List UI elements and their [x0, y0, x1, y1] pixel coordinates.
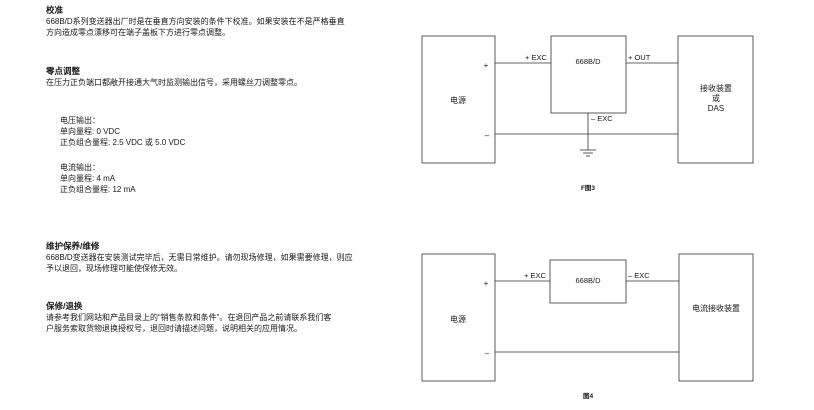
zero-adjust-section: 零点调整 在压力正负端口都敞开接通大气时监测输出信号，采用螺丝刀调整零点。	[46, 66, 302, 88]
fig3-receiver-box	[677, 35, 754, 164]
warranty-line-1: 请参考我们网站和产品目录上的“销售条款和条件”。在退回产品之前请联系我们客	[46, 313, 332, 322]
fig3-device-label: 668B/D	[575, 57, 601, 66]
fig3-plus-label: +	[484, 61, 489, 70]
current-unipolar: 单向量程: 4 mA	[60, 174, 116, 183]
current-output-block: 电流输出： 单向量程: 4 mA 正负组合量程: 12 mA	[60, 162, 136, 195]
fig3-receiver-line-2: 或	[712, 93, 720, 103]
fig4-device-label: 668B/D	[575, 276, 601, 285]
fig3-power-box	[421, 35, 496, 164]
calibration-line-2: 方向造成零点漂移可在端子盖板下方进行零点调整。	[46, 28, 230, 37]
fig3-exc-neg-label: – EXC	[591, 114, 613, 123]
maintenance-section: 维护保养/维修 668B/D变送器在安装测试完毕后，无需日常维护。请勿现场修理，…	[46, 241, 353, 274]
current-bipolar: 正负组合量程: 12 mA	[60, 185, 136, 194]
fig4-minus-label: –	[485, 349, 490, 358]
fig3-minus-label: –	[485, 131, 490, 140]
voltage-output-block: 电压输出： 单向量程: 0 VDC 正负组合量程: 2.5 VDC 或 5.0 …	[60, 115, 185, 148]
maintenance-title: 维护保养/维修	[46, 241, 100, 251]
voltage-unipolar: 单向量程: 0 VDC	[60, 127, 121, 136]
fig3-receiver-line-1: 接收装置	[700, 83, 732, 93]
fig4-caption: 图4	[583, 391, 594, 400]
fig4-receiver-label: 电流接收装置	[692, 303, 740, 313]
maintenance-line-2: 予以退回，现场修理可能使保修无效。	[46, 264, 182, 273]
fig4-device-box	[549, 259, 627, 304]
fig3-out-pos-label: + OUT	[628, 53, 651, 62]
fig3-exc-pos-label: + EXC	[525, 53, 547, 62]
warranty-line-2: 户服务索取货物退换授权号，退回时请描述问题，说明相关的应用情况。	[46, 324, 302, 333]
fig4-receiver-box	[678, 253, 754, 382]
maintenance-line-1: 668B/D变送器在安装测试完毕后，无需日常维护。请勿现场修理，如果需要修理，则…	[46, 253, 353, 262]
fig4-power-box	[421, 253, 496, 382]
left-column: 校准 668B/D系列变送器出厂时是在垂直方向安装的条件下校准。如果安装在不是严…	[46, 5, 414, 38]
warranty-title: 保修/退换	[46, 301, 83, 311]
fig3-power-label: 电源	[450, 95, 466, 105]
fig4-exc-neg-label: – EXC	[628, 271, 650, 280]
fig4-exc-pos-label: + EXC	[524, 271, 546, 280]
fig4-power-label: 电源	[450, 314, 466, 324]
voltage-bipolar: 正负组合量程: 2.5 VDC 或 5.0 VDC	[60, 138, 186, 147]
fig3-device-box	[550, 35, 627, 114]
zero-adjust-title: 零点调整	[46, 66, 81, 76]
fig3-caption: F图3	[581, 183, 595, 192]
current-output-heading: 电流输出：	[60, 163, 100, 172]
zero-adjust-text: 在压力正负端口都敞开接通大气时监测输出信号，采用螺丝刀调整零点。	[46, 78, 302, 87]
calibration-line-1: 668B/D系列变送器出厂时是在垂直方向安装的条件下校准。如果安装在不是严格垂直	[46, 17, 345, 26]
fig4-plus-label: +	[484, 279, 489, 288]
voltage-output-heading: 电压输出：	[60, 116, 100, 125]
warranty-section: 保修/退换 请参考我们网站和产品目录上的“销售条款和条件”。在退回产品之前请联系…	[46, 301, 331, 334]
calibration-title: 校准	[46, 5, 64, 15]
fig3-receiver-line-3: DAS	[708, 104, 724, 113]
